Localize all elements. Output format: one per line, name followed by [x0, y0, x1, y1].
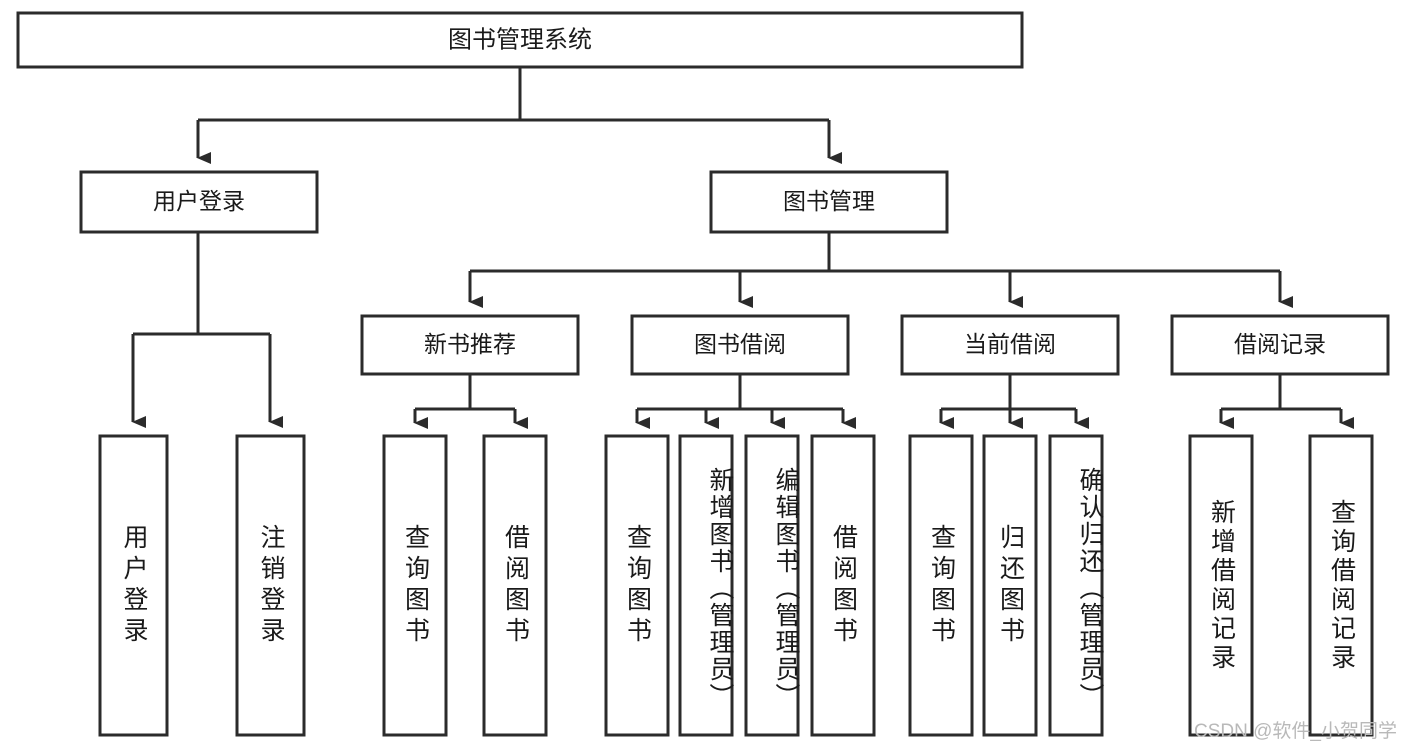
node-new-book-recommendation[interactable]: 新书推荐: [360, 314, 580, 376]
node-book-borrowing-label: 图书借阅: [694, 331, 786, 357]
leaf-box-borrow-books-rec[interactable]: [482, 434, 548, 737]
connector-user-login-to-leaves: [131, 232, 283, 428]
node-book-management[interactable]: 图书管理: [709, 170, 949, 234]
node-borrowing-records[interactable]: 借阅记录: [1170, 314, 1390, 376]
node-current-borrowing[interactable]: 当前借阅: [900, 314, 1120, 376]
connector-borrow-record-to-leaves: [1219, 374, 1354, 429]
leaf-box-add-borrow-record[interactable]: [1188, 434, 1254, 737]
node-borrowing-records-label: 借阅记录: [1234, 331, 1326, 357]
leaf-box-query-books-borrow[interactable]: [604, 434, 670, 737]
leaf-box-query-borrow-record[interactable]: [1308, 434, 1374, 737]
node-book-borrowing[interactable]: 图书借阅: [630, 314, 850, 376]
leaf-box-confirm-return-admin[interactable]: [1048, 434, 1104, 737]
node-user-login[interactable]: 用户登录: [79, 170, 319, 234]
leaf-box-borrow-books[interactable]: [810, 434, 876, 737]
csdn-watermark: CSDN @软件_小贺同学: [1194, 721, 1397, 742]
node-book-management-label: 图书管理: [783, 188, 875, 214]
connector-root-to-level2: [196, 67, 842, 164]
leaf-boxes: [98, 434, 1374, 737]
leaf-box-add-book-admin[interactable]: [678, 434, 734, 737]
connector-book-mgmt-to-level3: [468, 232, 1293, 308]
leaf-box-logout[interactable]: [235, 434, 306, 737]
leaf-box-user-login[interactable]: [98, 434, 169, 737]
node-root-system[interactable]: 图书管理系统: [16, 11, 1024, 69]
connector-current-borrow-to-leaves: [939, 374, 1089, 429]
connector-book-borrow-to-leaves: [635, 374, 856, 429]
node-root-system-label: 图书管理系统: [448, 26, 592, 53]
node-new-book-recommendation-label: 新书推荐: [424, 331, 516, 357]
node-current-borrowing-label: 当前借阅: [964, 331, 1056, 357]
leaf-box-query-books-rec[interactable]: [382, 434, 448, 737]
connector-new-book-rec-to-leaves: [413, 374, 528, 429]
node-user-login-label: 用户登录: [153, 188, 245, 214]
leaf-box-return-books[interactable]: [982, 434, 1038, 737]
leaf-box-query-books-current[interactable]: [908, 434, 974, 737]
leaf-box-edit-book-admin[interactable]: [744, 434, 800, 737]
